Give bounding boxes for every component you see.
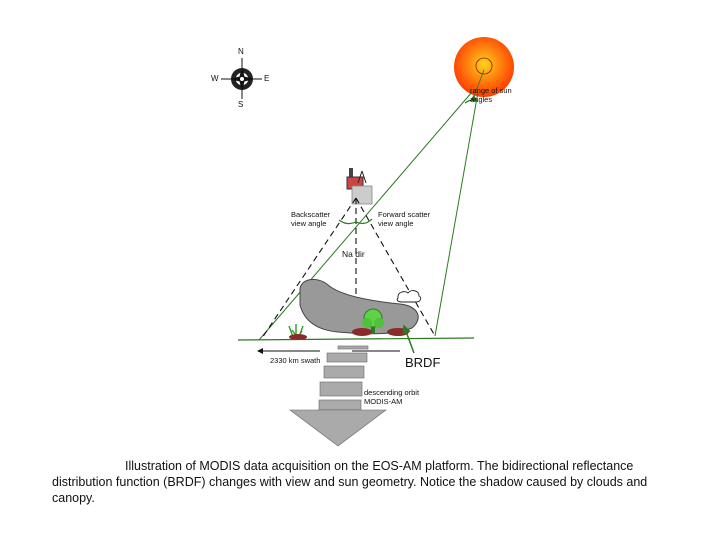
brdf-label: BRDF [405, 355, 441, 370]
satellite-icon [346, 168, 373, 205]
nadir-label: Na dir [342, 249, 365, 259]
view-angle-arc-left [338, 219, 357, 225]
ground-line [237, 337, 475, 341]
sun-angles-label: range of sun angles [470, 86, 512, 104]
caption-text: Illustration of MODIS data acquisition o… [52, 459, 648, 505]
brdf-arrow [402, 324, 415, 354]
swath-label: 2330 km swath [270, 356, 321, 365]
sun-icon [454, 37, 514, 97]
compass-north-label: N [238, 47, 244, 56]
cloud-icon [396, 290, 422, 303]
view-line-right [355, 197, 436, 337]
compass-west-label: W [211, 74, 219, 83]
forward-scatter-label: Forward scatter view angle [378, 210, 431, 228]
orbit-direction-arrow [289, 345, 387, 447]
cloud-shadow [299, 278, 419, 335]
compass-south-label: S [238, 100, 244, 109]
figure-caption: Illustration of MODIS data acquisition o… [52, 458, 672, 506]
sun-angle-arc [464, 94, 479, 104]
compass-rose-icon [221, 58, 262, 99]
sun-ray-left [258, 91, 473, 341]
sun-ray-right [434, 91, 479, 337]
compass-east-label: E [264, 74, 270, 83]
backscatter-label: Backscatter view angle [291, 210, 331, 228]
soil-patch [352, 328, 372, 336]
sun-angle-pointer [472, 69, 485, 100]
view-angle-arc-right [355, 218, 373, 225]
tree-icon [362, 308, 384, 334]
soil-patch [289, 334, 307, 340]
view-line-left [261, 197, 357, 339]
orbit-label: descending orbit MODIS-AM [364, 388, 420, 406]
